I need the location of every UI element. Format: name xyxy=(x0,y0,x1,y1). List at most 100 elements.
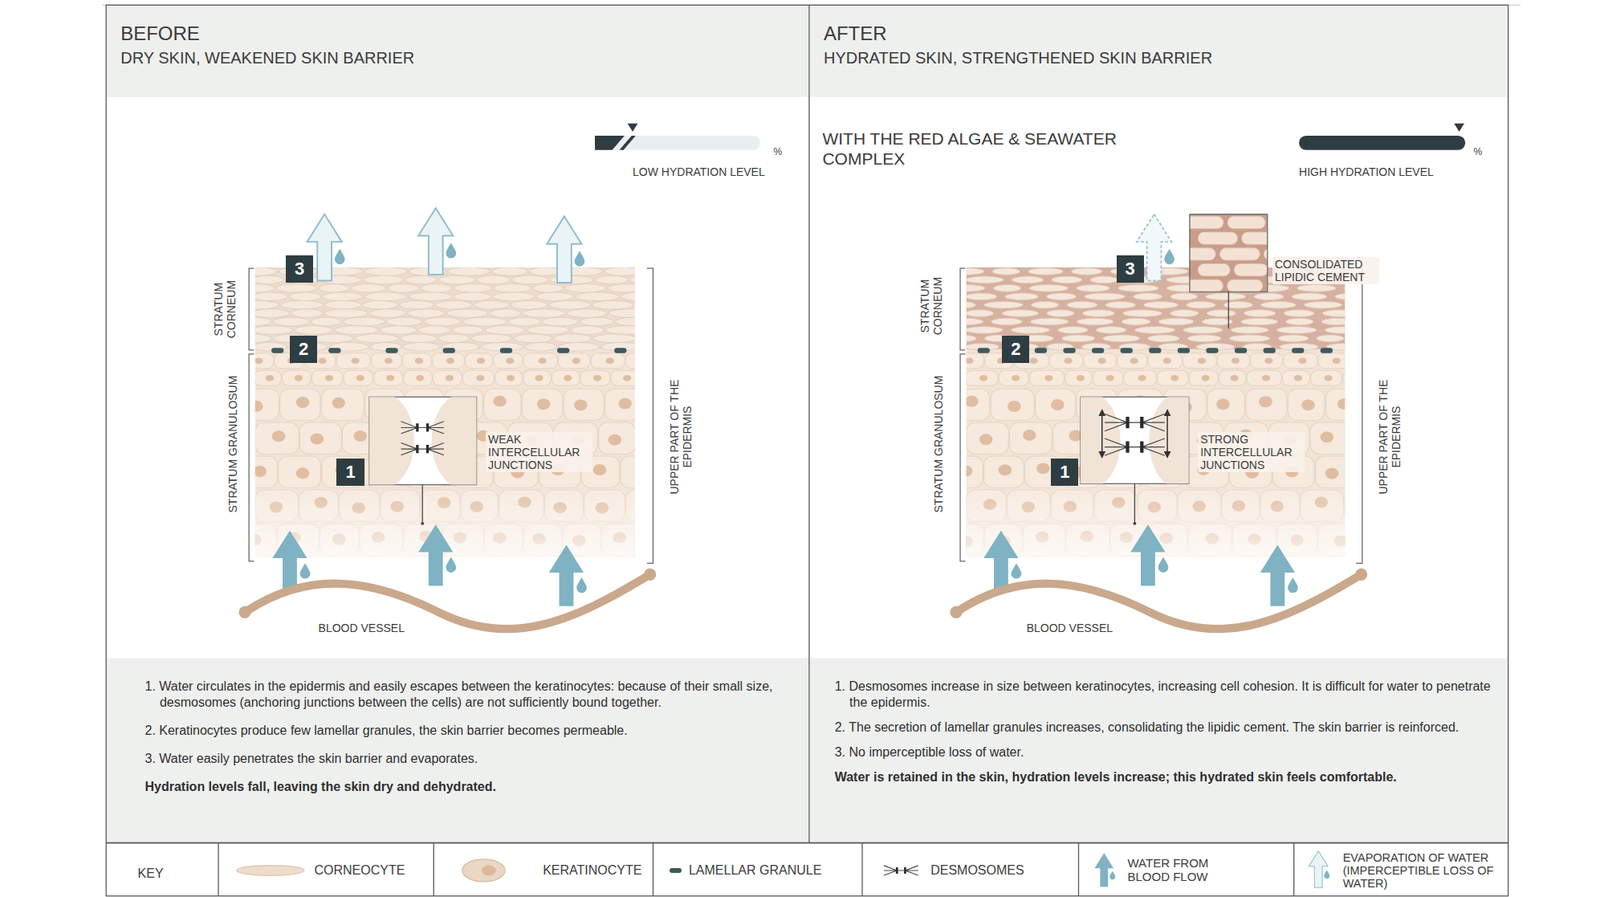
corneocyte xyxy=(400,333,437,343)
nucleus xyxy=(296,396,310,408)
corneocyte xyxy=(1223,301,1253,309)
corneocyte xyxy=(966,301,977,309)
callout-label: WEAK INTERCELLULAR JUNCTIONS xyxy=(485,431,593,473)
corneocyte xyxy=(446,309,489,318)
nucleus xyxy=(1294,374,1303,382)
corneocyte xyxy=(1185,301,1216,309)
corneocyte xyxy=(606,325,636,335)
keratinocyte xyxy=(431,353,465,369)
corneocyte xyxy=(1206,309,1236,318)
corneocyte xyxy=(529,267,561,276)
corneocyte xyxy=(966,334,977,342)
keratinocyte xyxy=(521,388,562,420)
nucleus xyxy=(563,374,572,382)
corneocyte xyxy=(1030,301,1059,309)
corneocyte xyxy=(537,292,574,302)
nucleus xyxy=(1325,468,1340,480)
lamellar-granule xyxy=(1034,347,1047,353)
scale-label: LOW HYDRATION LEVEL xyxy=(632,165,766,179)
lamellar-granule xyxy=(1234,347,1247,353)
corneocyte xyxy=(1005,293,1039,301)
nucleus xyxy=(476,374,485,382)
keratinocyte xyxy=(1343,370,1345,386)
corneocyte xyxy=(1122,309,1162,318)
corneocyte xyxy=(1283,309,1315,318)
nucleus xyxy=(255,400,264,412)
corneocyte xyxy=(566,309,607,318)
keratinocyte xyxy=(1250,353,1283,369)
corneocyte xyxy=(1070,268,1102,276)
keratinocyte xyxy=(343,370,373,386)
corneocyte xyxy=(966,326,1004,334)
corneocyte xyxy=(604,267,636,276)
corneocyte xyxy=(1170,293,1198,301)
nucleus xyxy=(1011,374,1020,382)
keratinocyte xyxy=(465,353,493,369)
numbered-note: 2. Keratinocytes produce few lamellar gr… xyxy=(144,722,778,739)
nucleus xyxy=(255,465,267,477)
corneocyte xyxy=(438,333,469,343)
nucleus xyxy=(593,374,602,382)
nucleus xyxy=(1298,357,1307,364)
corneocyte xyxy=(255,292,288,302)
nucleus xyxy=(1216,398,1230,410)
corneocyte xyxy=(1241,317,1279,326)
callout-number: 2 xyxy=(1001,335,1030,363)
nucleus xyxy=(1229,374,1238,382)
part-name: BLOOD VESSEL xyxy=(318,621,405,635)
desmosome-plaque xyxy=(896,867,905,874)
corneocyte xyxy=(484,325,526,335)
callout-number: 1 xyxy=(336,458,364,486)
scale-label: HIGH HYDRATION LEVEL xyxy=(1298,165,1434,179)
corneocyte xyxy=(1084,293,1126,301)
corneocyte xyxy=(355,333,399,343)
lamellar-granule xyxy=(977,347,990,353)
corneocyte xyxy=(513,333,553,343)
nucleus xyxy=(1044,374,1053,382)
lamellar-granule xyxy=(1091,347,1104,353)
corneocyte xyxy=(511,275,548,285)
keratinocyte xyxy=(1245,388,1287,420)
corneocyte xyxy=(1062,334,1096,342)
keratinocyte xyxy=(1218,370,1246,386)
corneocyte xyxy=(474,300,509,310)
corneocyte xyxy=(615,317,636,326)
nucleus xyxy=(1337,398,1345,410)
nucleus xyxy=(1050,398,1065,411)
keratinocyte xyxy=(321,388,364,420)
corneocyte xyxy=(565,284,606,294)
nucleus xyxy=(606,357,615,364)
keratinocyte xyxy=(625,353,635,369)
keratinocyte xyxy=(1282,370,1310,386)
corneocyte xyxy=(489,309,521,318)
lamellar-granule xyxy=(557,347,570,353)
corneocyte xyxy=(1297,284,1336,293)
nucleus xyxy=(255,357,264,364)
panel-heading: AFTER xyxy=(823,22,1495,45)
keratinocyte xyxy=(1148,353,1182,369)
nucleus xyxy=(1105,374,1114,382)
nucleus xyxy=(415,374,424,382)
corneocyte xyxy=(1029,284,1069,293)
corneocyte xyxy=(350,284,386,294)
nucleus xyxy=(1163,357,1172,364)
corneocyte xyxy=(408,292,452,302)
nucleus xyxy=(505,357,514,364)
corneocyte xyxy=(1058,326,1089,334)
corneocyte xyxy=(492,267,528,276)
corneocyte xyxy=(533,284,563,294)
keratinocyte xyxy=(433,370,463,386)
corneocyte xyxy=(1291,293,1328,301)
corneocyte xyxy=(421,284,453,294)
corneocyte xyxy=(291,309,323,318)
corneocyte xyxy=(280,300,323,310)
callout-number: 1 xyxy=(1050,458,1079,486)
keratinocyte xyxy=(1325,388,1345,420)
corneocyte xyxy=(454,284,493,294)
corneocyte xyxy=(542,317,579,326)
keratinocyte xyxy=(1156,370,1189,386)
corneocyte xyxy=(1276,326,1317,334)
corneocyte xyxy=(454,292,492,302)
corneocyte xyxy=(1227,215,1266,228)
